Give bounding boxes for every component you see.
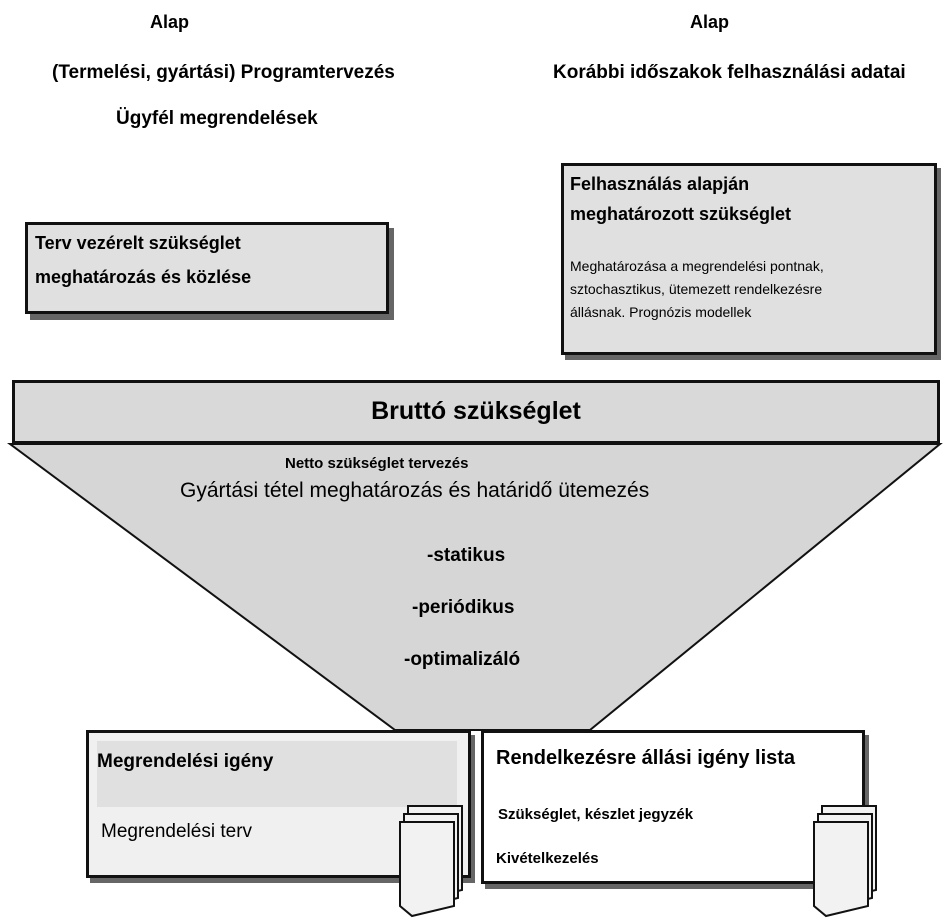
consumption-desc-line3: állásnak. Prognózis modellek bbox=[570, 304, 752, 320]
plan-driven-text-line1: Terv vezérelt szükséglet bbox=[35, 233, 241, 253]
net-requirement-label: Netto szükséglet tervezés bbox=[285, 455, 469, 472]
consumption-title-line1: Felhasználás alapján bbox=[570, 174, 750, 194]
consumption-title-line2: meghatározott szükséglet bbox=[570, 204, 792, 224]
consumption-desc-line2: sztochasztikus, ütemezett rendelkezésre bbox=[570, 281, 823, 297]
order-plan-label: Megrendelési terv bbox=[101, 821, 253, 842]
exception-handling-label: Kivételkezelés bbox=[496, 850, 599, 867]
order-demand-label: Megrendelési igény bbox=[97, 751, 274, 772]
method-static: -statikus bbox=[427, 545, 506, 566]
plan-driven-text-line2: meghatározás és közlése bbox=[35, 267, 252, 287]
order-demand-highlight bbox=[97, 741, 457, 807]
right-header-line1: Korábbi időszakok felhasználási adatai bbox=[553, 62, 906, 83]
left-alap-label: Alap bbox=[150, 12, 190, 32]
lot-sizing-heading: Gyártási tétel meghatározás és határidő … bbox=[180, 479, 650, 502]
plan-driven-box: Terv vezérelt szükséglet meghatározás és… bbox=[25, 222, 389, 314]
left-header-line2: Ügyfél megrendelések bbox=[116, 108, 318, 129]
availability-list-title: Rendelkezésre állási igény lista bbox=[496, 747, 796, 769]
method-periodic: -periódikus bbox=[412, 597, 515, 618]
availability-list-box: Rendelkezésre állási igény lista Szükség… bbox=[481, 730, 865, 884]
right-alap-label: Alap bbox=[690, 12, 730, 32]
document-stack-icon-left bbox=[399, 805, 463, 918]
left-header-line1: (Termelési, gyártási) Programtervezés bbox=[52, 62, 395, 83]
gross-requirement-bar: Bruttó szükséglet bbox=[12, 380, 940, 444]
stock-list-label: Szükséglet, készlet jegyzék bbox=[498, 806, 694, 823]
consumption-desc-line1: Meghatározása a megrendelési pontnak, bbox=[570, 258, 824, 274]
consumption-based-box: Felhasználás alapján meghatározott szüks… bbox=[561, 163, 937, 355]
method-optimizing: -optimalizáló bbox=[404, 649, 521, 670]
gross-requirement-label: Bruttó szükséglet bbox=[371, 397, 581, 425]
document-stack-icon-right bbox=[813, 805, 877, 918]
